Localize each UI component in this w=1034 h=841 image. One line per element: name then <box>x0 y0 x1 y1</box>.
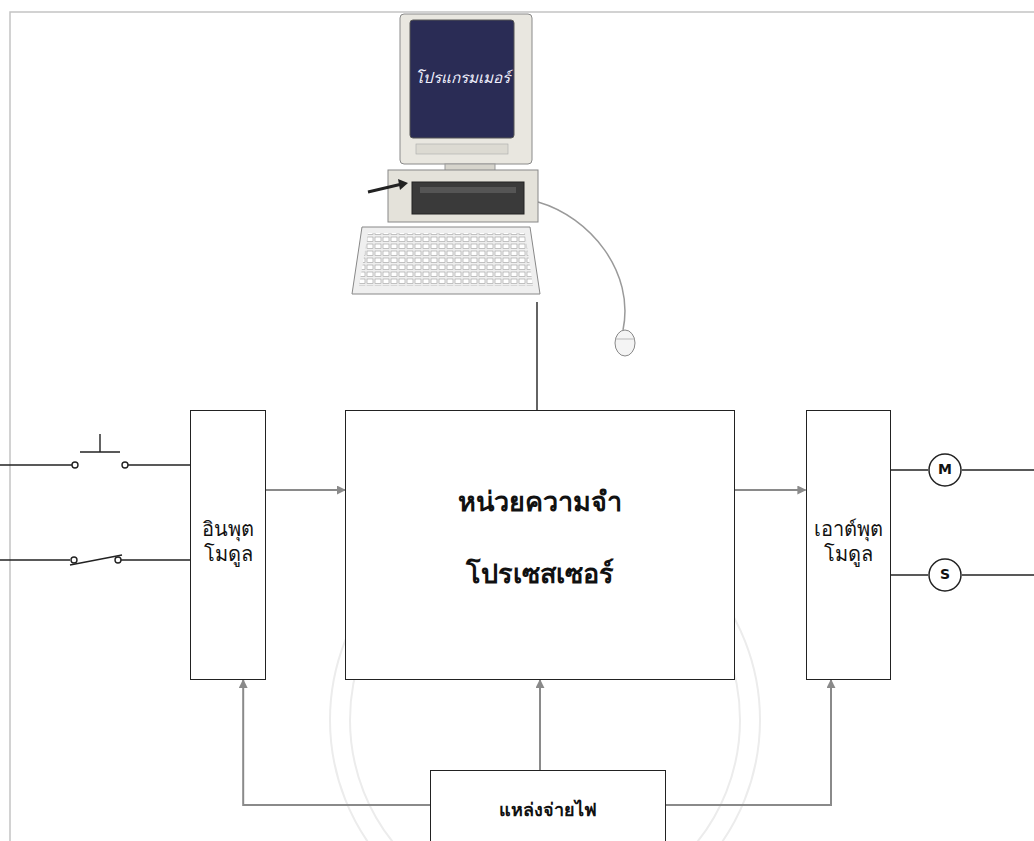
circle-shape <box>929 559 961 591</box>
toggle-switch <box>0 555 190 565</box>
module-label: โปรเซสเซอร์ <box>466 557 614 591</box>
computer-illustration <box>350 12 540 302</box>
connection-line <box>536 302 537 410</box>
module-box: เอาต์พุต โมดูล <box>806 410 891 680</box>
module-box: อินพุต โมดูล <box>190 410 266 680</box>
circle-shape <box>929 454 961 486</box>
signal-arrow <box>243 680 430 805</box>
signal-arrow <box>735 489 806 491</box>
load-circle: S <box>928 558 962 592</box>
load-circle: M <box>928 453 962 487</box>
signal-arrow <box>666 680 831 805</box>
module-label: หน่วยความจำ <box>458 485 622 519</box>
connection-line <box>891 574 929 575</box>
module-label: อินพุต โมดูล <box>197 517 259 567</box>
screen-label: โปรแกรมเมอร์ <box>410 20 514 138</box>
signal-arrow <box>266 489 345 491</box>
module-box: หน่วยความจำโปรเซสเซอร์ <box>345 410 735 680</box>
load-letter: M <box>938 461 952 479</box>
frame-border <box>10 12 1034 841</box>
signal-arrow <box>539 680 541 770</box>
load-wires <box>962 470 1034 575</box>
pushbutton-switch <box>0 434 190 468</box>
load-letter: S <box>940 566 950 584</box>
module-label: แหล่งจ่ายไฟ <box>499 799 597 822</box>
connection-line <box>891 469 929 470</box>
module-label: เอาต์พุต โมดูล <box>813 517 884 567</box>
programmer-computer: โปรแกรมเมอร์ <box>350 12 540 302</box>
module-box: แหล่งจ่ายไฟ <box>430 770 666 841</box>
